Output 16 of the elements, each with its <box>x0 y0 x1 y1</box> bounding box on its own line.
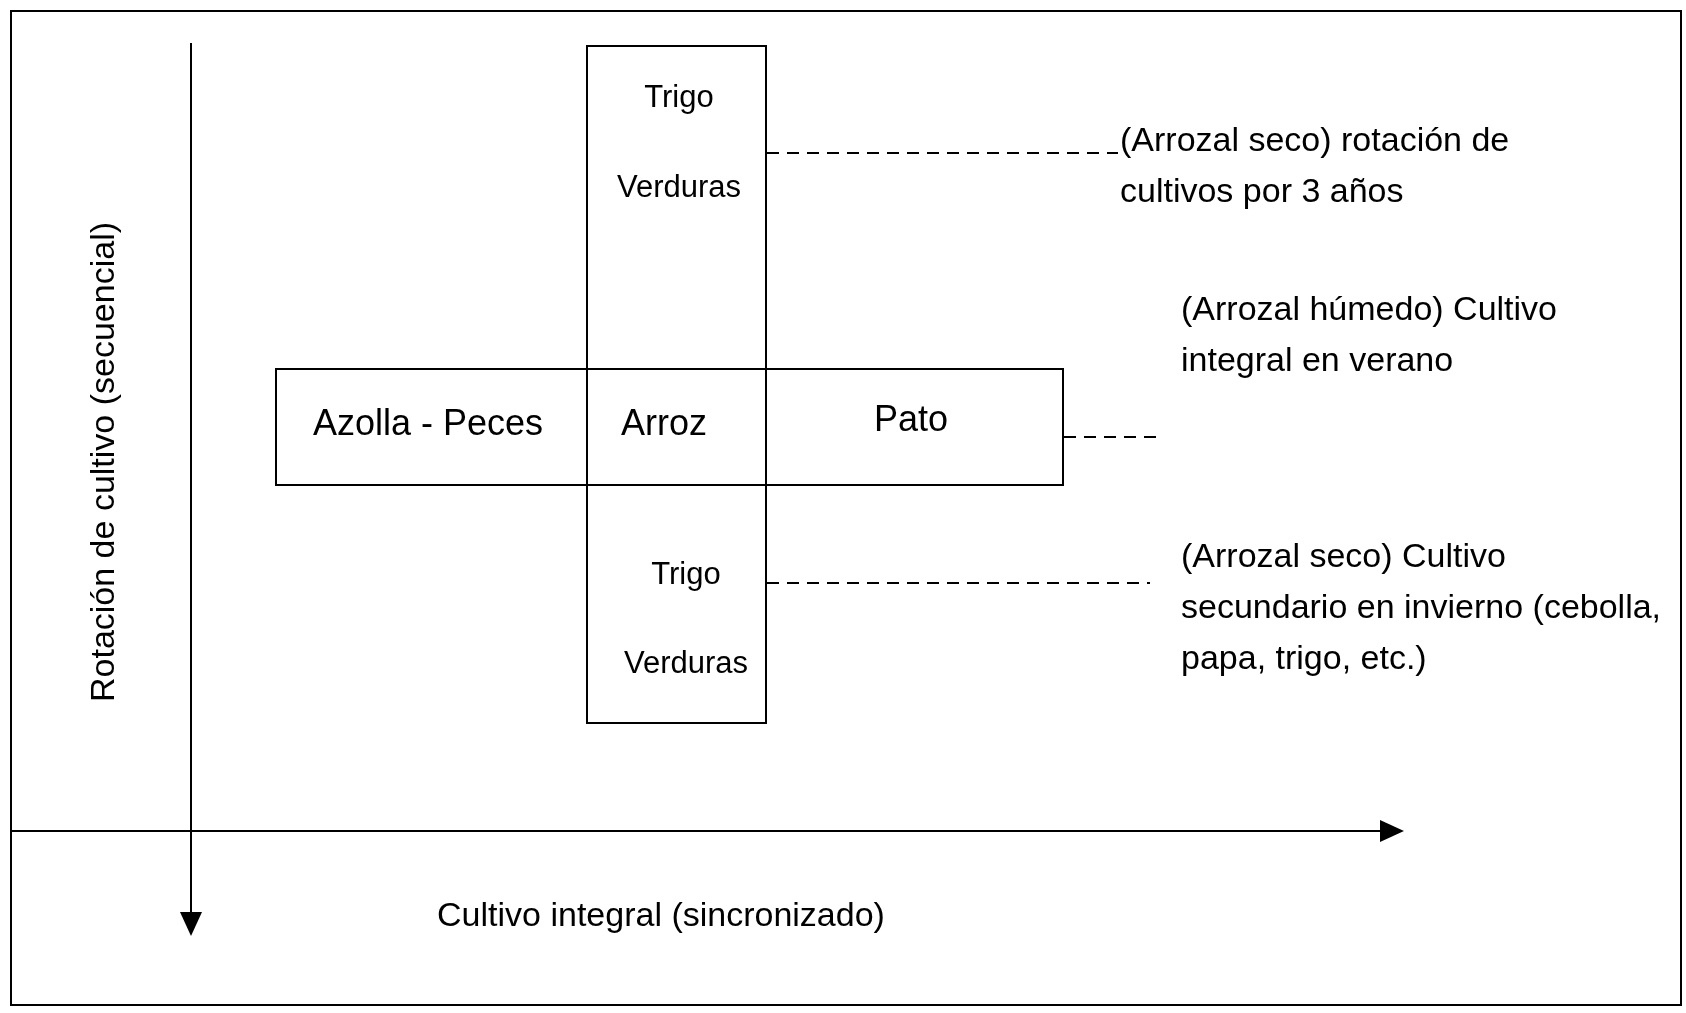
crop-label: Trigo <box>644 78 714 116</box>
crop-box <box>586 45 767 724</box>
crop-label: Trigo <box>651 555 721 593</box>
crop-label: Arroz <box>621 401 707 445</box>
axis-label: Cultivo integral (sincronizado) <box>437 893 885 935</box>
crop-box <box>275 368 1064 486</box>
annotation-text: (Arrozal seco) rotación de cultivos por 3 años <box>1120 119 1511 211</box>
annotation-text: (Arrozal húmedo) Cultivo integral en verano <box>1181 288 1559 380</box>
crop-label: Pato <box>873 397 949 441</box>
axis-label: Rotación de cultivo (secuencial) <box>81 222 122 702</box>
leader-line <box>766 582 1151 584</box>
crop-label: Verduras <box>623 644 749 682</box>
leader-line <box>766 152 1119 154</box>
crop-label: Verduras <box>616 168 742 206</box>
crop-label: Azolla - Peces <box>312 401 544 445</box>
annotation-text: (Arrozal seco) Cultivo secundario en invierno (cebolla, papa, trigo, etc.) <box>1181 535 1663 678</box>
